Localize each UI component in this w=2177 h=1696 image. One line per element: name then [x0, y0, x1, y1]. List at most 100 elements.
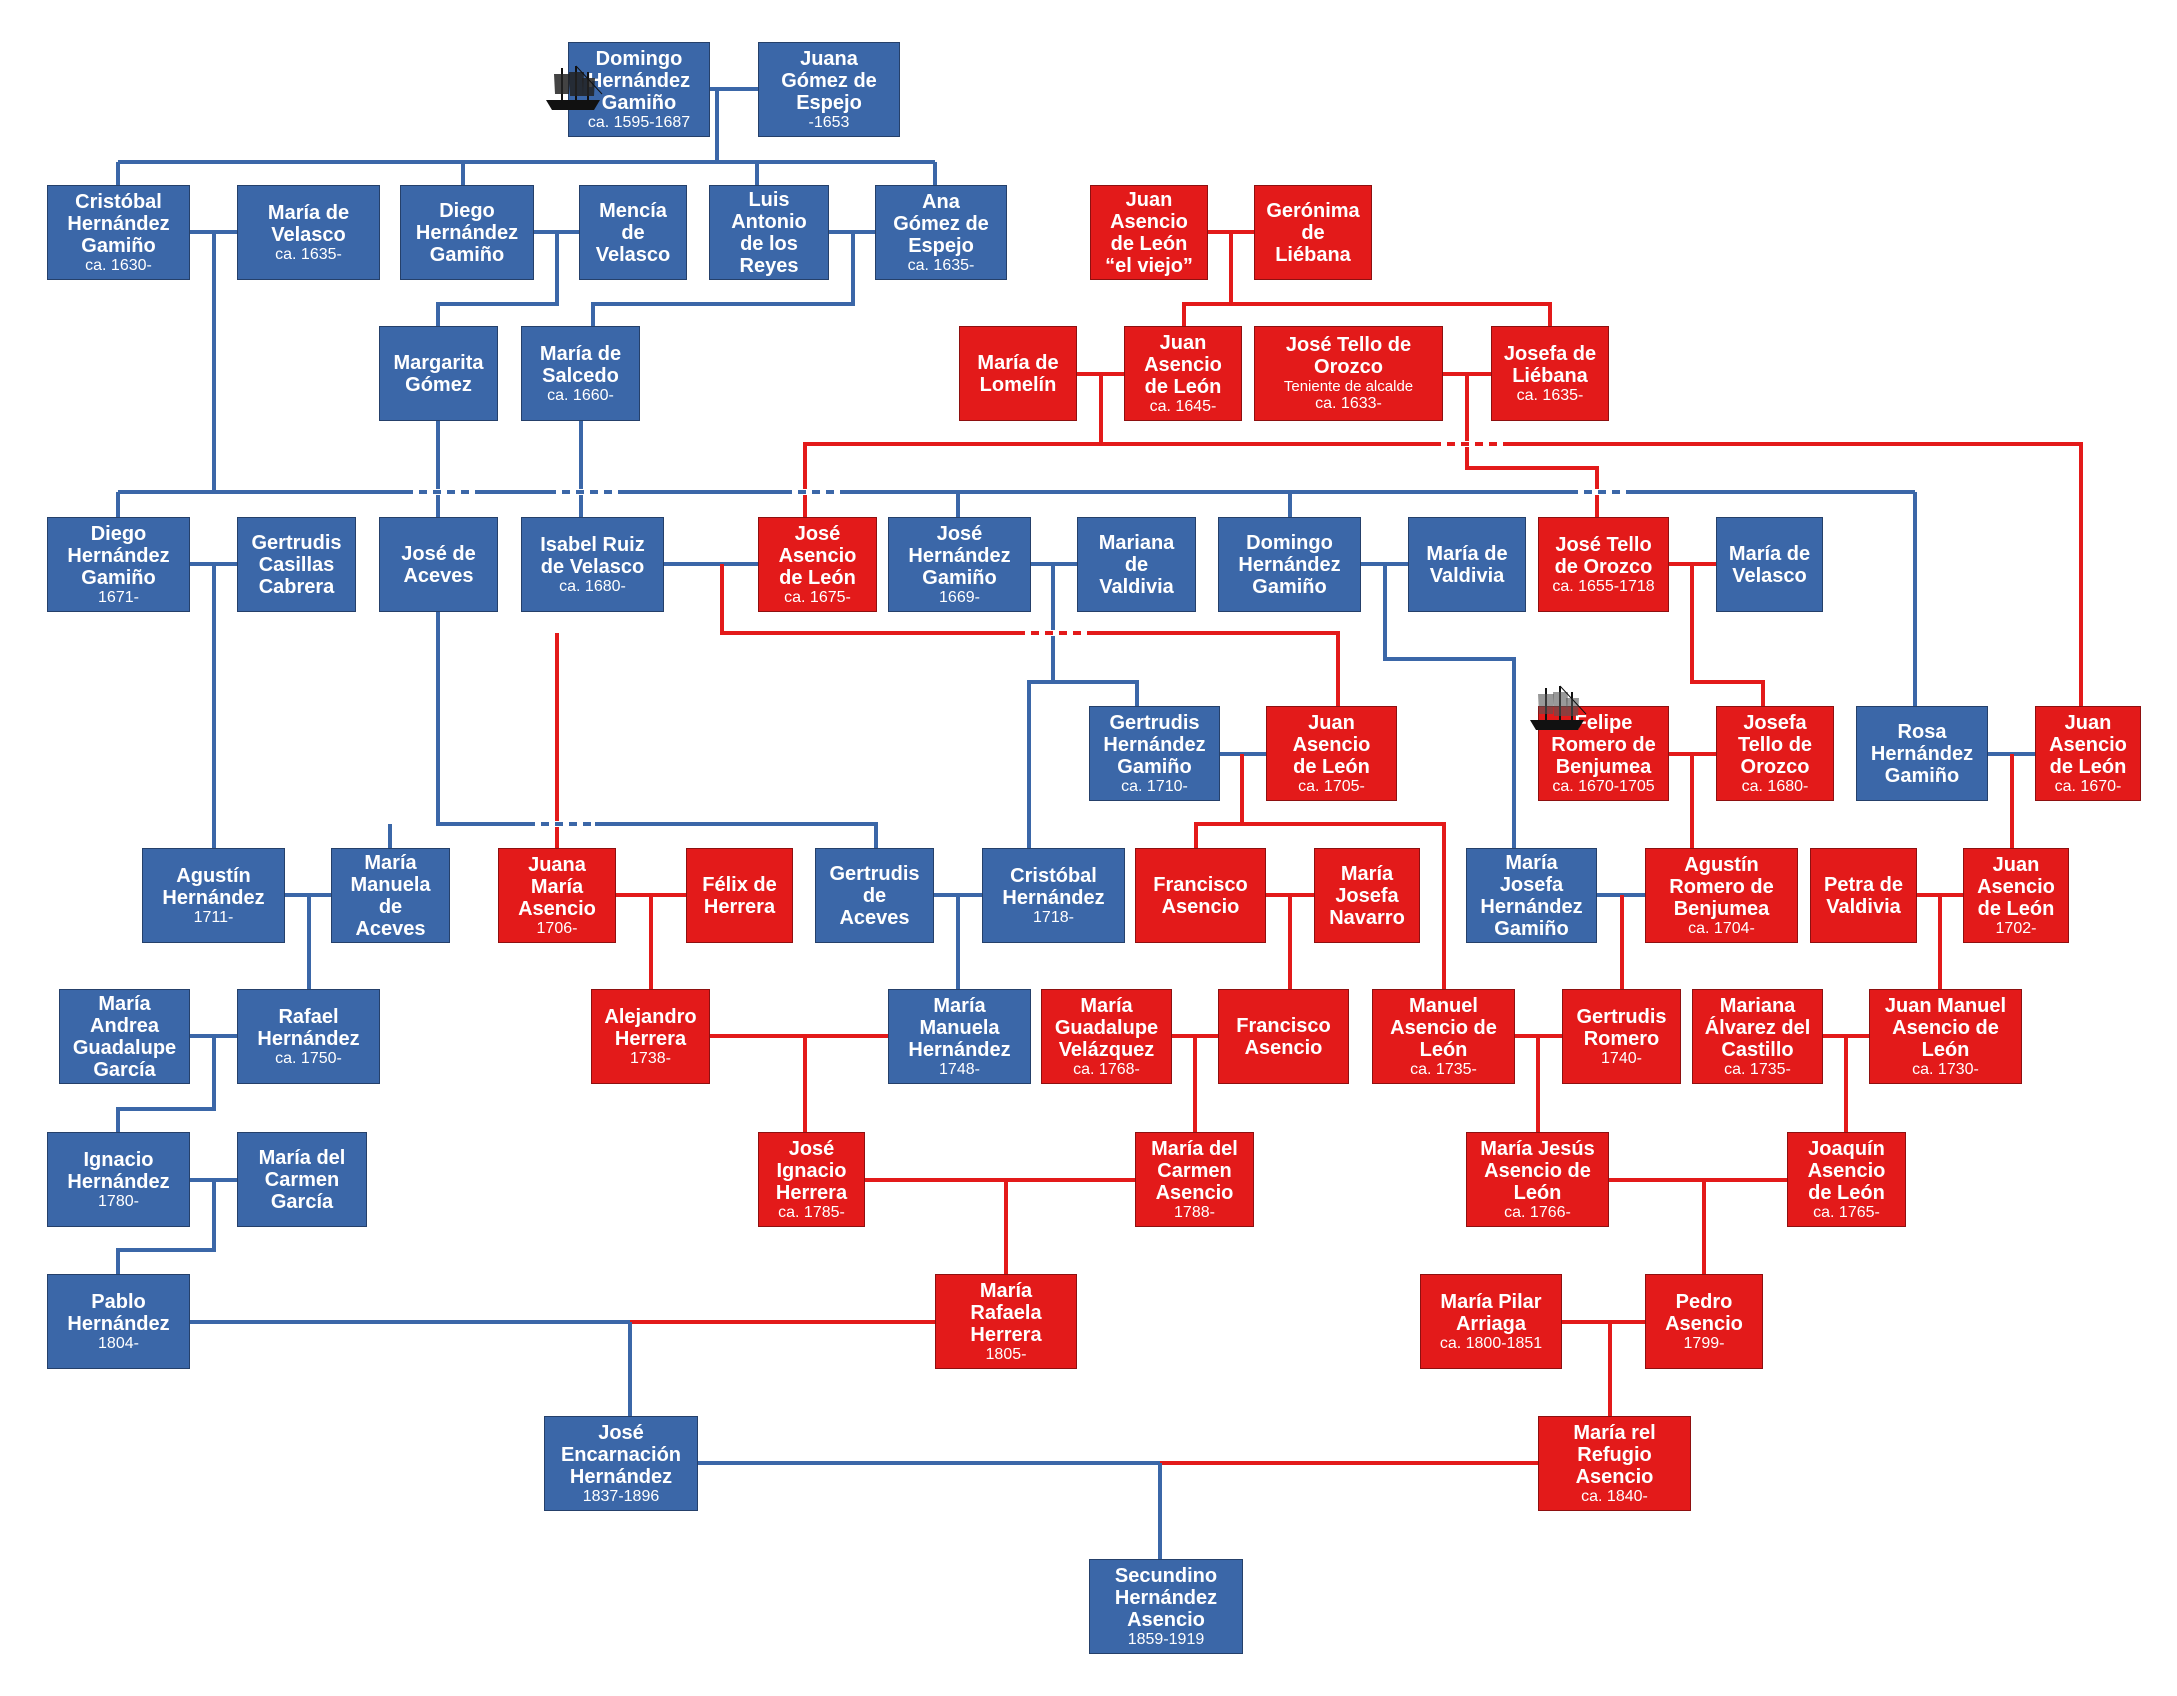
person-name-line: Álvarez del — [1704, 1016, 1811, 1039]
person-name-line: Navarro — [1329, 906, 1405, 929]
person-name-line: Gamiño — [81, 234, 156, 257]
person-name-line: de — [1124, 553, 1149, 576]
person-dates: ca. 1630- — [85, 256, 152, 274]
person-name-line: José Tello de — [1285, 334, 1412, 356]
person-dates: ca. 1840- — [1581, 1487, 1648, 1505]
person-name-line: Herrera — [614, 1027, 687, 1050]
person-name-line: de León — [1808, 1181, 1885, 1204]
person-name-line: Liébana — [1512, 364, 1588, 387]
person-name-line: Francisco — [1153, 873, 1248, 896]
person-name-line: Valdivia — [1099, 575, 1174, 598]
person-name-line: Asencio — [1807, 1159, 1886, 1182]
person-dates: 1859-1919 — [1127, 1630, 1205, 1648]
person-dates: 1837-1896 — [582, 1487, 660, 1505]
person-name-line: Asencio — [2049, 733, 2127, 756]
person-name-line: María de — [977, 351, 1059, 374]
person-name-line: Gamiño — [1117, 755, 1192, 778]
person-name-line: Juan — [1125, 188, 1173, 211]
person-name-line: Velázquez — [1058, 1038, 1155, 1061]
connector-line — [803, 374, 1103, 517]
person-name-line: Hernández — [415, 221, 519, 244]
connector-line — [1242, 822, 1446, 989]
person-name-line: Asencio de — [1892, 1016, 1999, 1039]
person-name-line: Orozco — [1740, 755, 1810, 778]
person-name-line: Velasco — [595, 243, 671, 266]
person-name-line: Gamiño — [1252, 575, 1327, 598]
person-name-line: Antonio — [731, 210, 807, 233]
person-name-line: Mencía — [599, 199, 667, 222]
person-name-line: Asencio — [1110, 210, 1188, 233]
person-name-line: Velasco — [1732, 564, 1807, 587]
person-dates: ca. 1680- — [559, 577, 626, 595]
person-dates: ca. 1670- — [2054, 777, 2122, 795]
person-name-line: Gerónima — [1266, 199, 1360, 222]
person-name-line: María de — [539, 342, 622, 365]
person-name-line: Tello de — [1737, 733, 1813, 756]
person-name-line: María — [1340, 862, 1394, 885]
person-name-line: Hernández — [162, 886, 265, 909]
person-name-line: León — [1513, 1181, 1562, 1204]
person-name-line: Benjumea — [1673, 897, 1770, 920]
person-name-line: de León — [1977, 897, 2055, 920]
person-name-line: Isabel Ruiz — [540, 533, 645, 556]
connector-line — [1053, 680, 1139, 706]
person-name-line: Asencio — [1144, 353, 1222, 376]
person-name-line: Herrera — [775, 1181, 848, 1204]
person-name-line: Hernández — [67, 544, 170, 567]
person-name-line: Velasco — [271, 223, 346, 246]
person-dates: ca. 1800-1851 — [1439, 1334, 1543, 1352]
person-name-line: Guadalupe — [72, 1036, 177, 1059]
person-name-line: Orozco — [1314, 356, 1383, 378]
person-dates: ca. 1765- — [1813, 1203, 1880, 1221]
person-name-line: Félix de — [702, 873, 777, 896]
person-name-line: Romero de — [1551, 733, 1656, 756]
person-name-line: Arriaga — [1455, 1312, 1527, 1335]
person-name-line: José Tello — [1555, 533, 1652, 556]
connector-line — [1182, 232, 1233, 326]
person-name-line: María — [933, 994, 986, 1017]
person-name-line: Salcedo — [542, 364, 619, 387]
person-name-line: Ignacio — [83, 1148, 154, 1171]
person-name-line: Gómez de — [781, 69, 877, 92]
ship-icon — [1530, 685, 1587, 730]
person-name-line: Asencio — [1977, 875, 2055, 898]
person-name-line: de — [378, 895, 403, 918]
connector-line — [116, 1180, 216, 1274]
connector-line — [436, 612, 878, 848]
person-name-line: Gamiño — [81, 566, 156, 589]
person-name-line: Cristóbal — [75, 190, 162, 213]
person-dates: ca. 1710- — [1121, 777, 1188, 795]
person-name-line: Agustín — [176, 864, 251, 887]
person-dates: 1738- — [630, 1049, 671, 1067]
person-name-line: Gamiño — [1494, 917, 1569, 940]
person-name-line: Hernández — [67, 1312, 170, 1335]
person-name-line: de León — [1293, 755, 1370, 778]
person-name-line: Carmen — [1157, 1159, 1232, 1182]
person-name-line: Manuela — [919, 1016, 1000, 1039]
person-name-line: Asencio — [1292, 733, 1371, 756]
person-name-line: Diego — [90, 522, 147, 545]
person-name-line: de Orozco — [1554, 555, 1653, 578]
person-name-line: Andrea — [90, 1014, 159, 1037]
connector-line — [1101, 442, 2083, 706]
person-name-line: Cabrera — [258, 575, 335, 598]
